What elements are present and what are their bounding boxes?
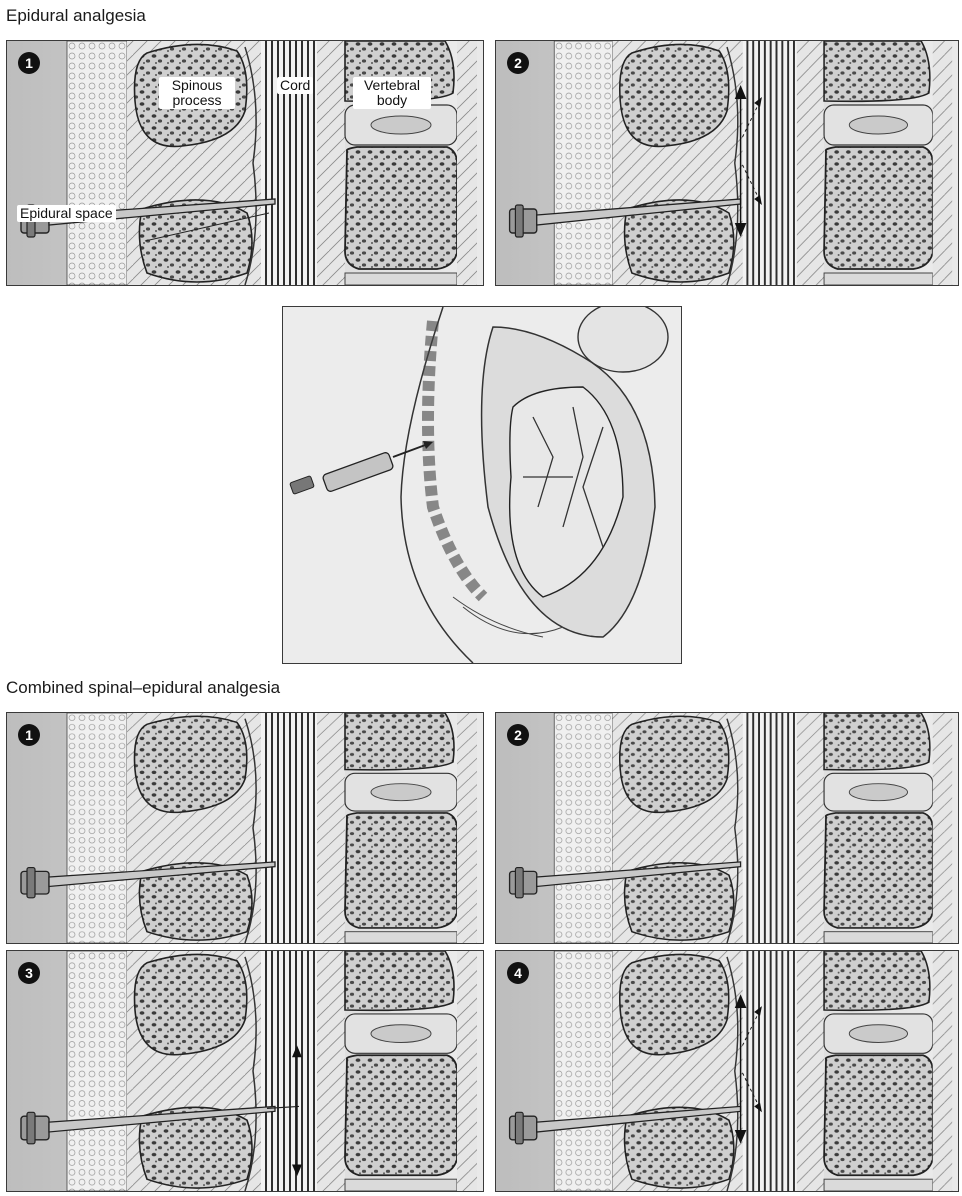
section-title-epidural: Epidural analgesia [6, 6, 146, 26]
sagittal-diagram [283, 307, 681, 663]
combined-panel-1: 1 [6, 712, 484, 944]
spine-illustration [7, 951, 483, 1191]
combined-panel-3: 3 [6, 950, 484, 1192]
epidural-panel-1: 1 Spinous process Cord Vertebral body Ep… [6, 40, 484, 286]
step-marker: 2 [507, 724, 529, 746]
step-marker: 1 [18, 52, 40, 74]
step-marker: 4 [507, 962, 529, 984]
combined-panel-2: 2 [495, 712, 959, 944]
label-epidural-space: Epidural space [17, 205, 116, 222]
step-marker: 2 [507, 52, 529, 74]
section-title-combined: Combined spinal–epidural analgesia [6, 678, 280, 698]
step-marker: 3 [18, 962, 40, 984]
spine-illustration [7, 713, 483, 943]
label-vertebral-body: Vertebral body [353, 77, 431, 109]
spine-illustration [496, 41, 958, 285]
epidural-panel-2: 2 [495, 40, 959, 286]
combined-panel-4: 4 [495, 950, 959, 1192]
spine-illustration [496, 713, 958, 943]
spine-illustration [496, 951, 958, 1191]
label-spinous-process: Spinous process [159, 77, 235, 109]
pregnant-spine-illustration [282, 306, 682, 664]
step-marker: 1 [18, 724, 40, 746]
label-cord: Cord [277, 77, 313, 94]
